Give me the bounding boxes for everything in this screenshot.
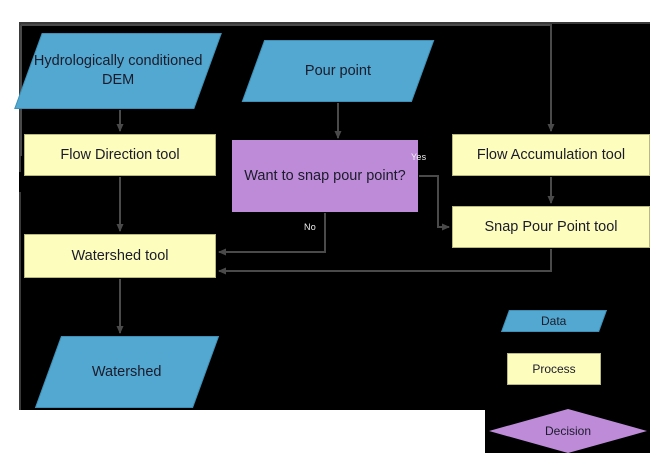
- node-label: Snap Pour Point tool: [484, 218, 618, 235]
- node-label: Hydrologically conditioned DEM: [33, 53, 203, 88]
- edge-label-no: No: [304, 222, 316, 232]
- node-watershed-output[interactable]: Watershed: [34, 336, 220, 408]
- node-snap-pour-point-tool[interactable]: Snap Pour Point tool: [452, 206, 650, 248]
- node-flow-direction-tool[interactable]: Flow Direction tool: [24, 134, 216, 176]
- node-decision-snap-pour-point[interactable]: Want to snap pour point?: [232, 140, 418, 212]
- edge-label-yes: Yes: [411, 152, 427, 162]
- node-label: Watershed tool: [71, 247, 169, 264]
- node-pour-point[interactable]: Pour point: [241, 40, 435, 102]
- node-flow-accumulation-tool[interactable]: Flow Accumulation tool: [452, 134, 650, 176]
- node-label: Flow Accumulation tool: [476, 146, 626, 163]
- legend-item-data: Data: [500, 310, 608, 332]
- node-label: Watershed: [92, 363, 162, 380]
- node-label: Want to snap pour point?: [244, 167, 406, 184]
- node-hydrologically-conditioned-dem[interactable]: Hydrologically conditioned DEM: [14, 33, 222, 109]
- legend-item-process: Process: [507, 353, 601, 385]
- legend-item-decision: Decision: [489, 409, 647, 453]
- node-watershed-tool[interactable]: Watershed tool: [24, 234, 216, 278]
- legend-label-data: Data: [541, 314, 567, 328]
- node-label: Pour point: [304, 62, 372, 79]
- legend-label-decision: Decision: [544, 424, 592, 438]
- legend-label-process: Process: [532, 362, 576, 376]
- diagram-background-notch: [19, 172, 29, 192]
- node-label: Flow Direction tool: [60, 146, 180, 163]
